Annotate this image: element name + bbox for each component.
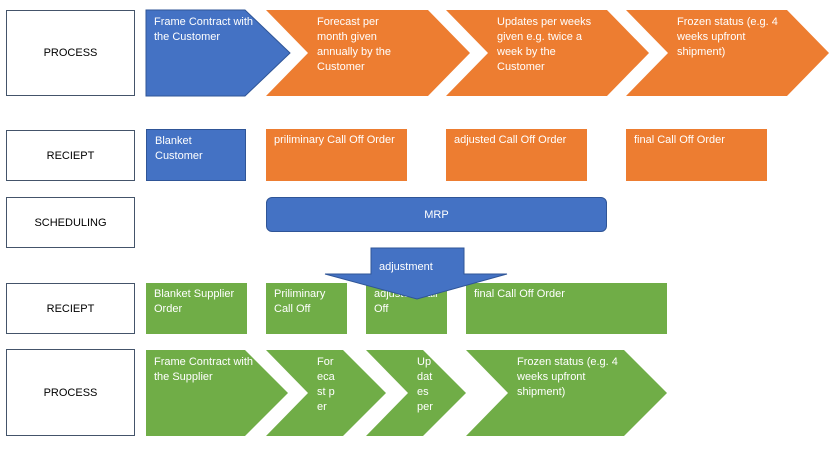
process-top-step4-shape <box>626 10 829 96</box>
process-bottom-step2-text: Forecast per <box>317 356 335 413</box>
process-bottom-step3-shape <box>366 350 466 436</box>
row-label-text: PROCESS <box>43 386 98 399</box>
process-top-step1-shape <box>145 9 291 97</box>
mrp-bar: MRP <box>266 197 607 232</box>
mrp-label: MRP <box>424 208 449 221</box>
process-bottom-step2-shape <box>266 350 386 436</box>
process-bottom-step3-text: Updates per <box>417 356 433 413</box>
process-top-step3-shape <box>446 10 649 96</box>
receipt-bottom-box1: Blanket Supplier Order <box>146 283 247 334</box>
row-label-process-bottom: PROCESS <box>6 349 135 436</box>
row-label-receipt-bottom: RECIEPT <box>6 283 135 334</box>
receipt-bottom-box2: Priliminary Call Off <box>266 283 347 334</box>
process-top-step2-shape <box>266 10 470 96</box>
adjustment-label: adjustment <box>379 261 433 273</box>
process-top-step4-text: Frozen status (e.g. 4 weeks upfront ship… <box>677 16 778 58</box>
process-top-step1-text: Frame Contract with the Customer <box>154 16 254 43</box>
process-bottom-step1-text: Frame Contract with the Supplier <box>154 356 254 383</box>
process-bottom-step4-text: Frozen status (e.g. 4 weeks upfront ship… <box>517 356 618 398</box>
row-label-text: SCHEDULING <box>34 216 107 229</box>
row-label-scheduling: SCHEDULING <box>6 197 135 248</box>
process-top-step2-text: Forecast per month given annually by the… <box>317 16 391 73</box>
row-label-text: RECIEPT <box>46 149 95 162</box>
process-bottom-step4-shape <box>466 350 667 436</box>
process-top-step3-text: Updates per weeks given e.g. twice a wee… <box>497 16 592 73</box>
receipt-top-box2: priliminary Call Off Order <box>266 129 407 181</box>
receipt-top-box1: Blanket Customer <box>146 129 246 181</box>
process-bottom-step1-shape <box>146 350 288 436</box>
row-label-process-top: PROCESS <box>6 10 135 96</box>
row-label-text: RECIEPT <box>46 302 95 315</box>
row-label-text: PROCESS <box>43 47 98 59</box>
receipt-top-box3: adjusted Call Off Order <box>446 129 587 181</box>
row-label-receipt-top: RECIEPT <box>6 130 135 181</box>
receipt-bottom-box4: final Call Off Order <box>466 283 667 334</box>
receipt-top-box4: final Call Off Order <box>626 129 767 181</box>
